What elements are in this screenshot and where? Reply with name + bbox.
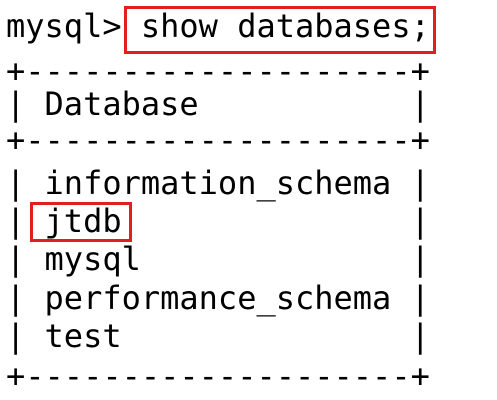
table-row: | mysql | (6, 240, 430, 278)
table-row: | information_schema | (6, 164, 430, 202)
table-border-top: +--------------------+ (6, 52, 430, 90)
table-border-mid: +--------------------+ (6, 121, 430, 159)
table-row: | jtdb | (6, 202, 430, 240)
table-header-row: | Database | (6, 85, 430, 123)
table-row: | test | (6, 317, 430, 355)
table-border-bottom: +--------------------+ (6, 357, 430, 395)
command-text: show databases; (140, 7, 430, 45)
prompt: mysql> (6, 7, 122, 45)
command-line: mysql> show databases; (6, 10, 430, 42)
table-row: | performance_schema | (6, 279, 430, 317)
